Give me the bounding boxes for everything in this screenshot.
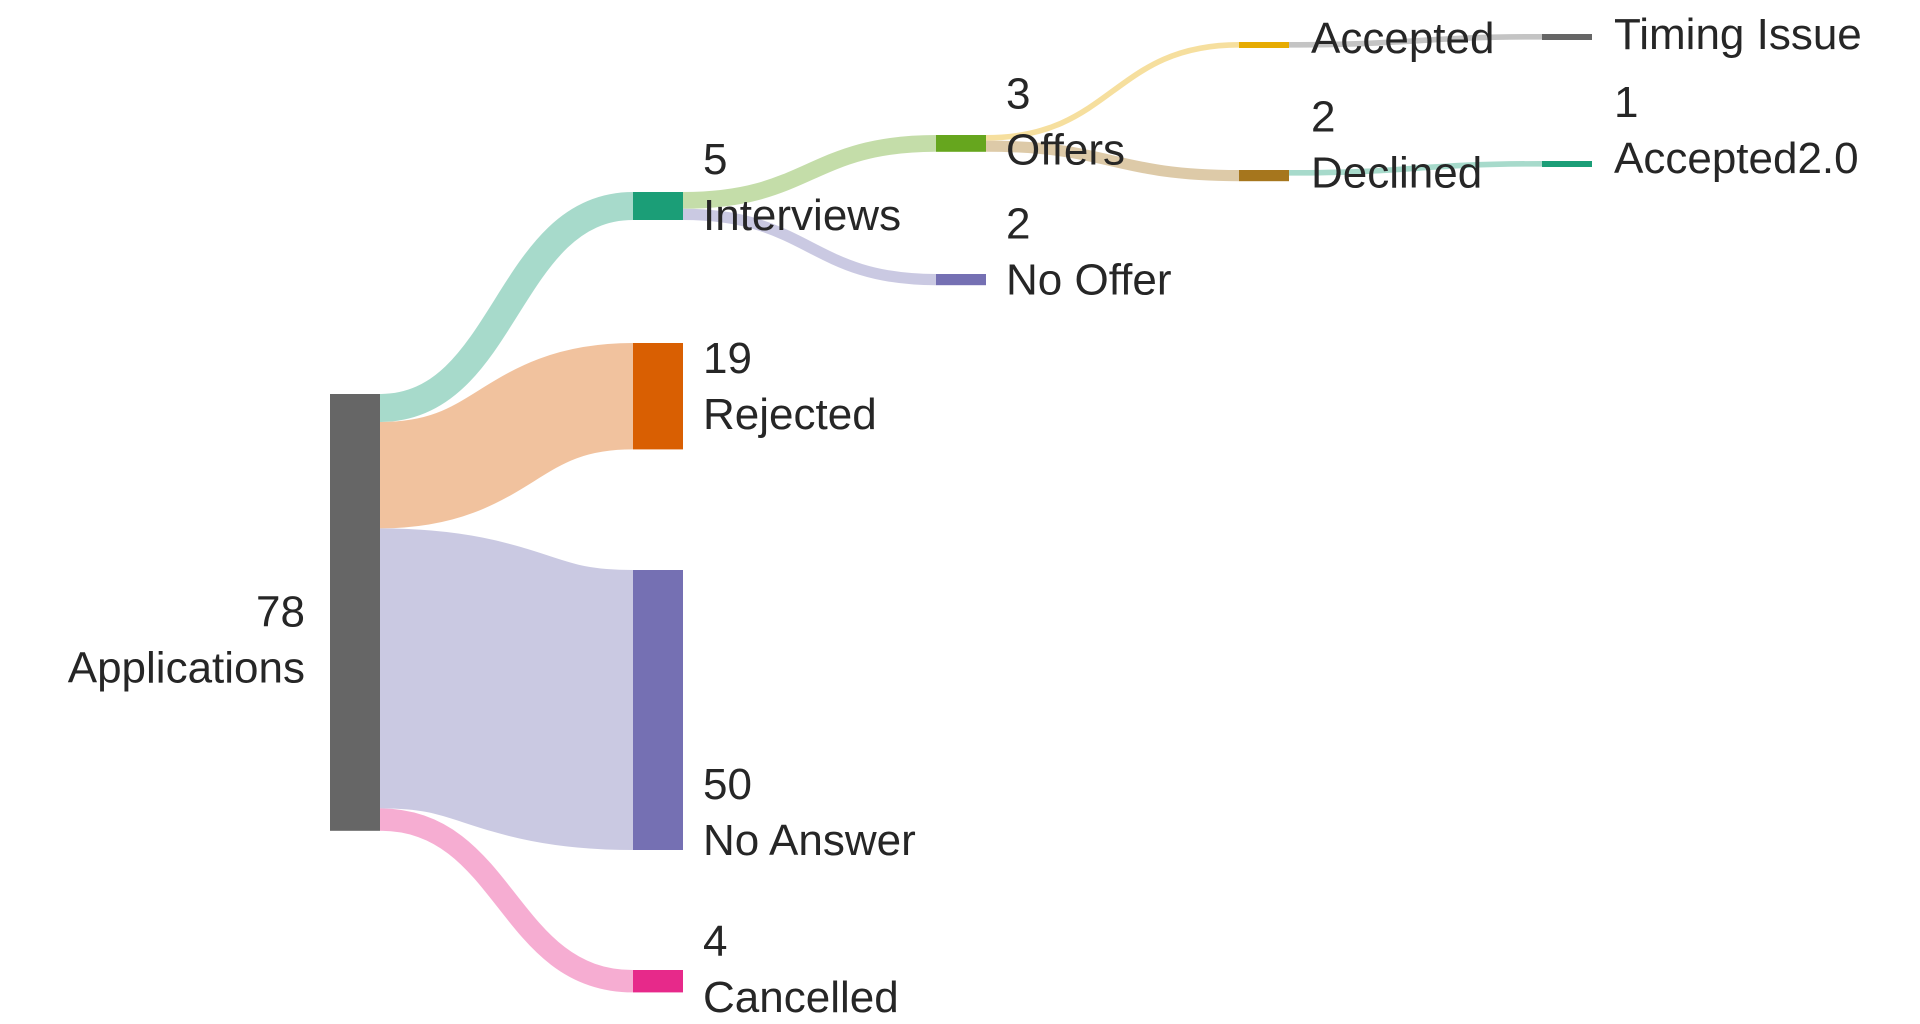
node-label-cancelled: Cancelled	[703, 973, 899, 1022]
nodes-layer	[330, 34, 1592, 993]
node-label-declined: Declined	[1311, 149, 1482, 198]
node-interviews	[633, 192, 683, 220]
link-offers-accepted	[985, 42, 1240, 141]
node-no_offer	[936, 274, 986, 286]
node-label-rejected: Rejected	[703, 390, 877, 439]
node-rejected	[633, 343, 683, 450]
node-label-accepted2: Accepted2.0	[1614, 134, 1859, 183]
link-accepted-timing_issue	[1288, 34, 1543, 48]
node-label-accepted: Accepted	[1311, 14, 1494, 63]
node-label-interviews: Interviews	[703, 191, 901, 240]
node-value-timing_issue: 1	[1614, 0, 1638, 3]
node-value-no_answer: 50	[703, 760, 752, 809]
node-value-applications: 78	[256, 587, 305, 636]
node-value-no_offer: 2	[1006, 200, 1030, 249]
node-label-timing_issue: Timing Issue	[1614, 10, 1862, 59]
link-interviews-offers	[682, 135, 937, 209]
node-label-no_answer: No Answer	[703, 816, 916, 865]
node-applications	[330, 394, 380, 831]
link-applications-no_answer	[377, 528, 636, 850]
link-applications-rejected	[378, 343, 635, 529]
node-value-rejected: 19	[703, 334, 752, 383]
links-layer	[377, 34, 1543, 993]
link-declined-accepted2	[1288, 161, 1543, 176]
node-value-declined: 2	[1311, 93, 1335, 142]
node-no_answer	[633, 570, 683, 850]
node-label-offers: Offers	[1006, 125, 1125, 174]
link-offers-declined	[985, 140, 1240, 182]
node-value-accepted: 1	[1311, 0, 1335, 7]
node-label-no_offer: No Offer	[1006, 256, 1171, 305]
node-value-accepted2: 1	[1614, 78, 1638, 127]
node-declined	[1239, 170, 1289, 182]
node-timing_issue	[1542, 34, 1592, 40]
node-value-offers: 3	[1006, 69, 1030, 118]
node-value-cancelled: 4	[703, 917, 727, 966]
node-value-interviews: 5	[703, 135, 727, 184]
node-accepted	[1239, 42, 1289, 48]
node-offers	[936, 135, 986, 152]
link-applications-cancelled	[379, 808, 634, 993]
link-interviews-no_offer	[682, 208, 937, 286]
node-cancelled	[633, 970, 683, 993]
node-label-applications: Applications	[68, 643, 305, 692]
node-accepted2	[1542, 161, 1592, 167]
link-applications-interviews	[379, 192, 634, 422]
